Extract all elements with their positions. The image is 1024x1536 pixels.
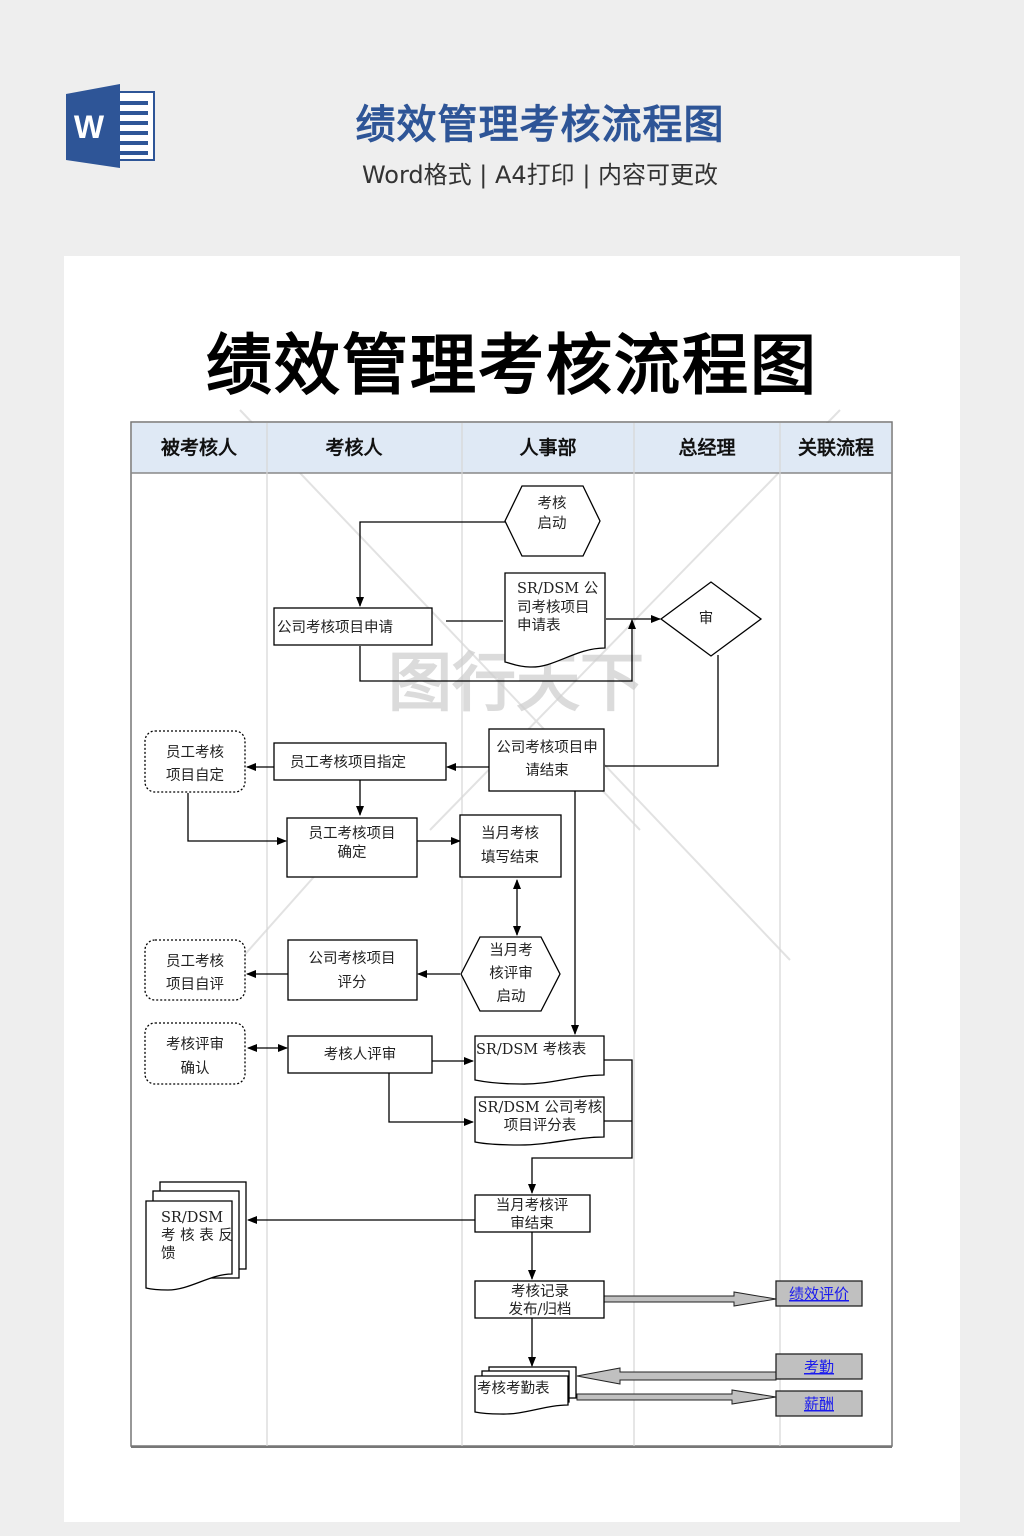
svg-text:员工考核项目自定: 员工考核项目自定 [166, 744, 224, 784]
svg-text:考核启动: 考核启动 [538, 495, 567, 532]
svg-text:员工考核项目确定: 员工考核项目确定 [309, 825, 396, 861]
svg-text:当月考核填写结束: 当月考核填写结束 [481, 825, 539, 866]
lane-header-hr: 人事部 [519, 436, 576, 459]
svg-text:考核记录发布/归档: 考核记录发布/归档 [509, 1283, 572, 1318]
document-title: 绩效管理考核流程图 [206, 326, 818, 404]
svg-text:员工考核项目指定: 员工考核项目指定 [290, 754, 406, 771]
node-confirm: 员工考核项目确定 [286, 817, 418, 878]
node-assign: 员工考核项目指定 [273, 742, 447, 781]
node-apply-end: 公司考核项目申请结束 [488, 728, 605, 792]
svg-text:SR/DSM 公司考核项目申请表: SR/DSM 公司考核项目申请表 [517, 581, 598, 634]
connectors [187, 521, 719, 1367]
node-apply-form: SR/DSM 公司考核项目申请表 [504, 572, 606, 668]
svg-text:公司考核项目申请: 公司考核项目申请 [277, 619, 393, 636]
word-icon-letter: W [74, 109, 105, 145]
banner-subtitle: Word格式 | A4打印 | 内容可更改 [361, 161, 719, 189]
node-assess-form: SR/DSM 考核表 [474, 1035, 605, 1085]
svg-text:SR/DSM 考核表: SR/DSM 考核表 [476, 1041, 587, 1058]
lane-header-gm: 总经理 [678, 436, 735, 459]
svg-text:员工考核项目自评: 员工考核项目自评 [166, 953, 224, 993]
node-archive: 考核记录发布/归档 [474, 1280, 605, 1319]
link-salary[interactable]: 薪酬 [775, 1390, 863, 1417]
link-performance-evaluation-label[interactable]: 绩效评价 [789, 1285, 849, 1303]
word-icon: W [66, 84, 155, 168]
link-performance-evaluation[interactable]: 绩效评价 [775, 1280, 863, 1307]
link-attendance-label[interactable]: 考勤 [804, 1358, 834, 1376]
node-score-form: SR/DSM 公司考核项目评分表 [474, 1096, 605, 1146]
lane-header-assessee: 被考核人 [161, 436, 238, 459]
node-review-end: 当月考核评审结束 [474, 1194, 591, 1233]
node-fill-end: 当月考核填写结束 [459, 814, 562, 878]
arrow-from-attendance [576, 1367, 777, 1385]
svg-text:考核评审确认: 考核评审确认 [166, 1036, 224, 1077]
swimlane-table: 被考核人 考核人 人事部 总经理 关联流程 [130, 421, 893, 1448]
node-review-start: 当月考核评审启动 [460, 936, 561, 1012]
banner-header: W 绩效管理考核流程图 Word格式 | A4打印 | 内容可更改 [0, 0, 1024, 256]
arrow-to-salary [576, 1389, 777, 1405]
node-assessor-review: 考核人评审 [287, 1035, 433, 1074]
link-attendance[interactable]: 考勤 [775, 1353, 863, 1380]
svg-text:SR/DSM 公司考核项目评分表: SR/DSM 公司考核项目评分表 [478, 1099, 603, 1134]
link-salary-label[interactable]: 薪酬 [804, 1395, 834, 1413]
svg-text:考核人评审: 考核人评审 [324, 1046, 397, 1063]
arrow-to-performance [603, 1291, 777, 1307]
node-self-eval: 员工考核项目自评 [144, 939, 246, 1001]
node-scoring: 公司考核项目评分 [287, 939, 418, 1001]
node-kick-off: 考核启动 [504, 485, 601, 557]
svg-text:审: 审 [699, 610, 714, 627]
node-attendance-form: 考核考勤表 [474, 1366, 577, 1415]
node-company-apply: 公司考核项目申请 [273, 607, 433, 646]
node-self-define: 员工考核项目自定 [144, 730, 246, 793]
svg-text:考核考勤表: 考核考勤表 [477, 1380, 550, 1397]
lane-header-related: 关联流程 [798, 436, 874, 459]
svg-text:当月考核评审启动: 当月考核评审启动 [489, 942, 533, 1005]
svg-text:公司考核项目评分: 公司考核项目评分 [309, 950, 396, 991]
node-review-confirm: 考核评审确认 [144, 1022, 246, 1085]
related-arrows [576, 1291, 777, 1405]
svg-text:公司考核项目申请结束: 公司考核项目申请结束 [496, 739, 598, 779]
svg-text:当月考核评审结束: 当月考核评审结束 [496, 1197, 569, 1232]
node-review-decision: 审 [659, 581, 763, 657]
lane-header-row [132, 423, 891, 473]
lane-header-assessor: 考核人 [325, 436, 383, 459]
banner-title: 绩效管理考核流程图 [355, 102, 725, 148]
